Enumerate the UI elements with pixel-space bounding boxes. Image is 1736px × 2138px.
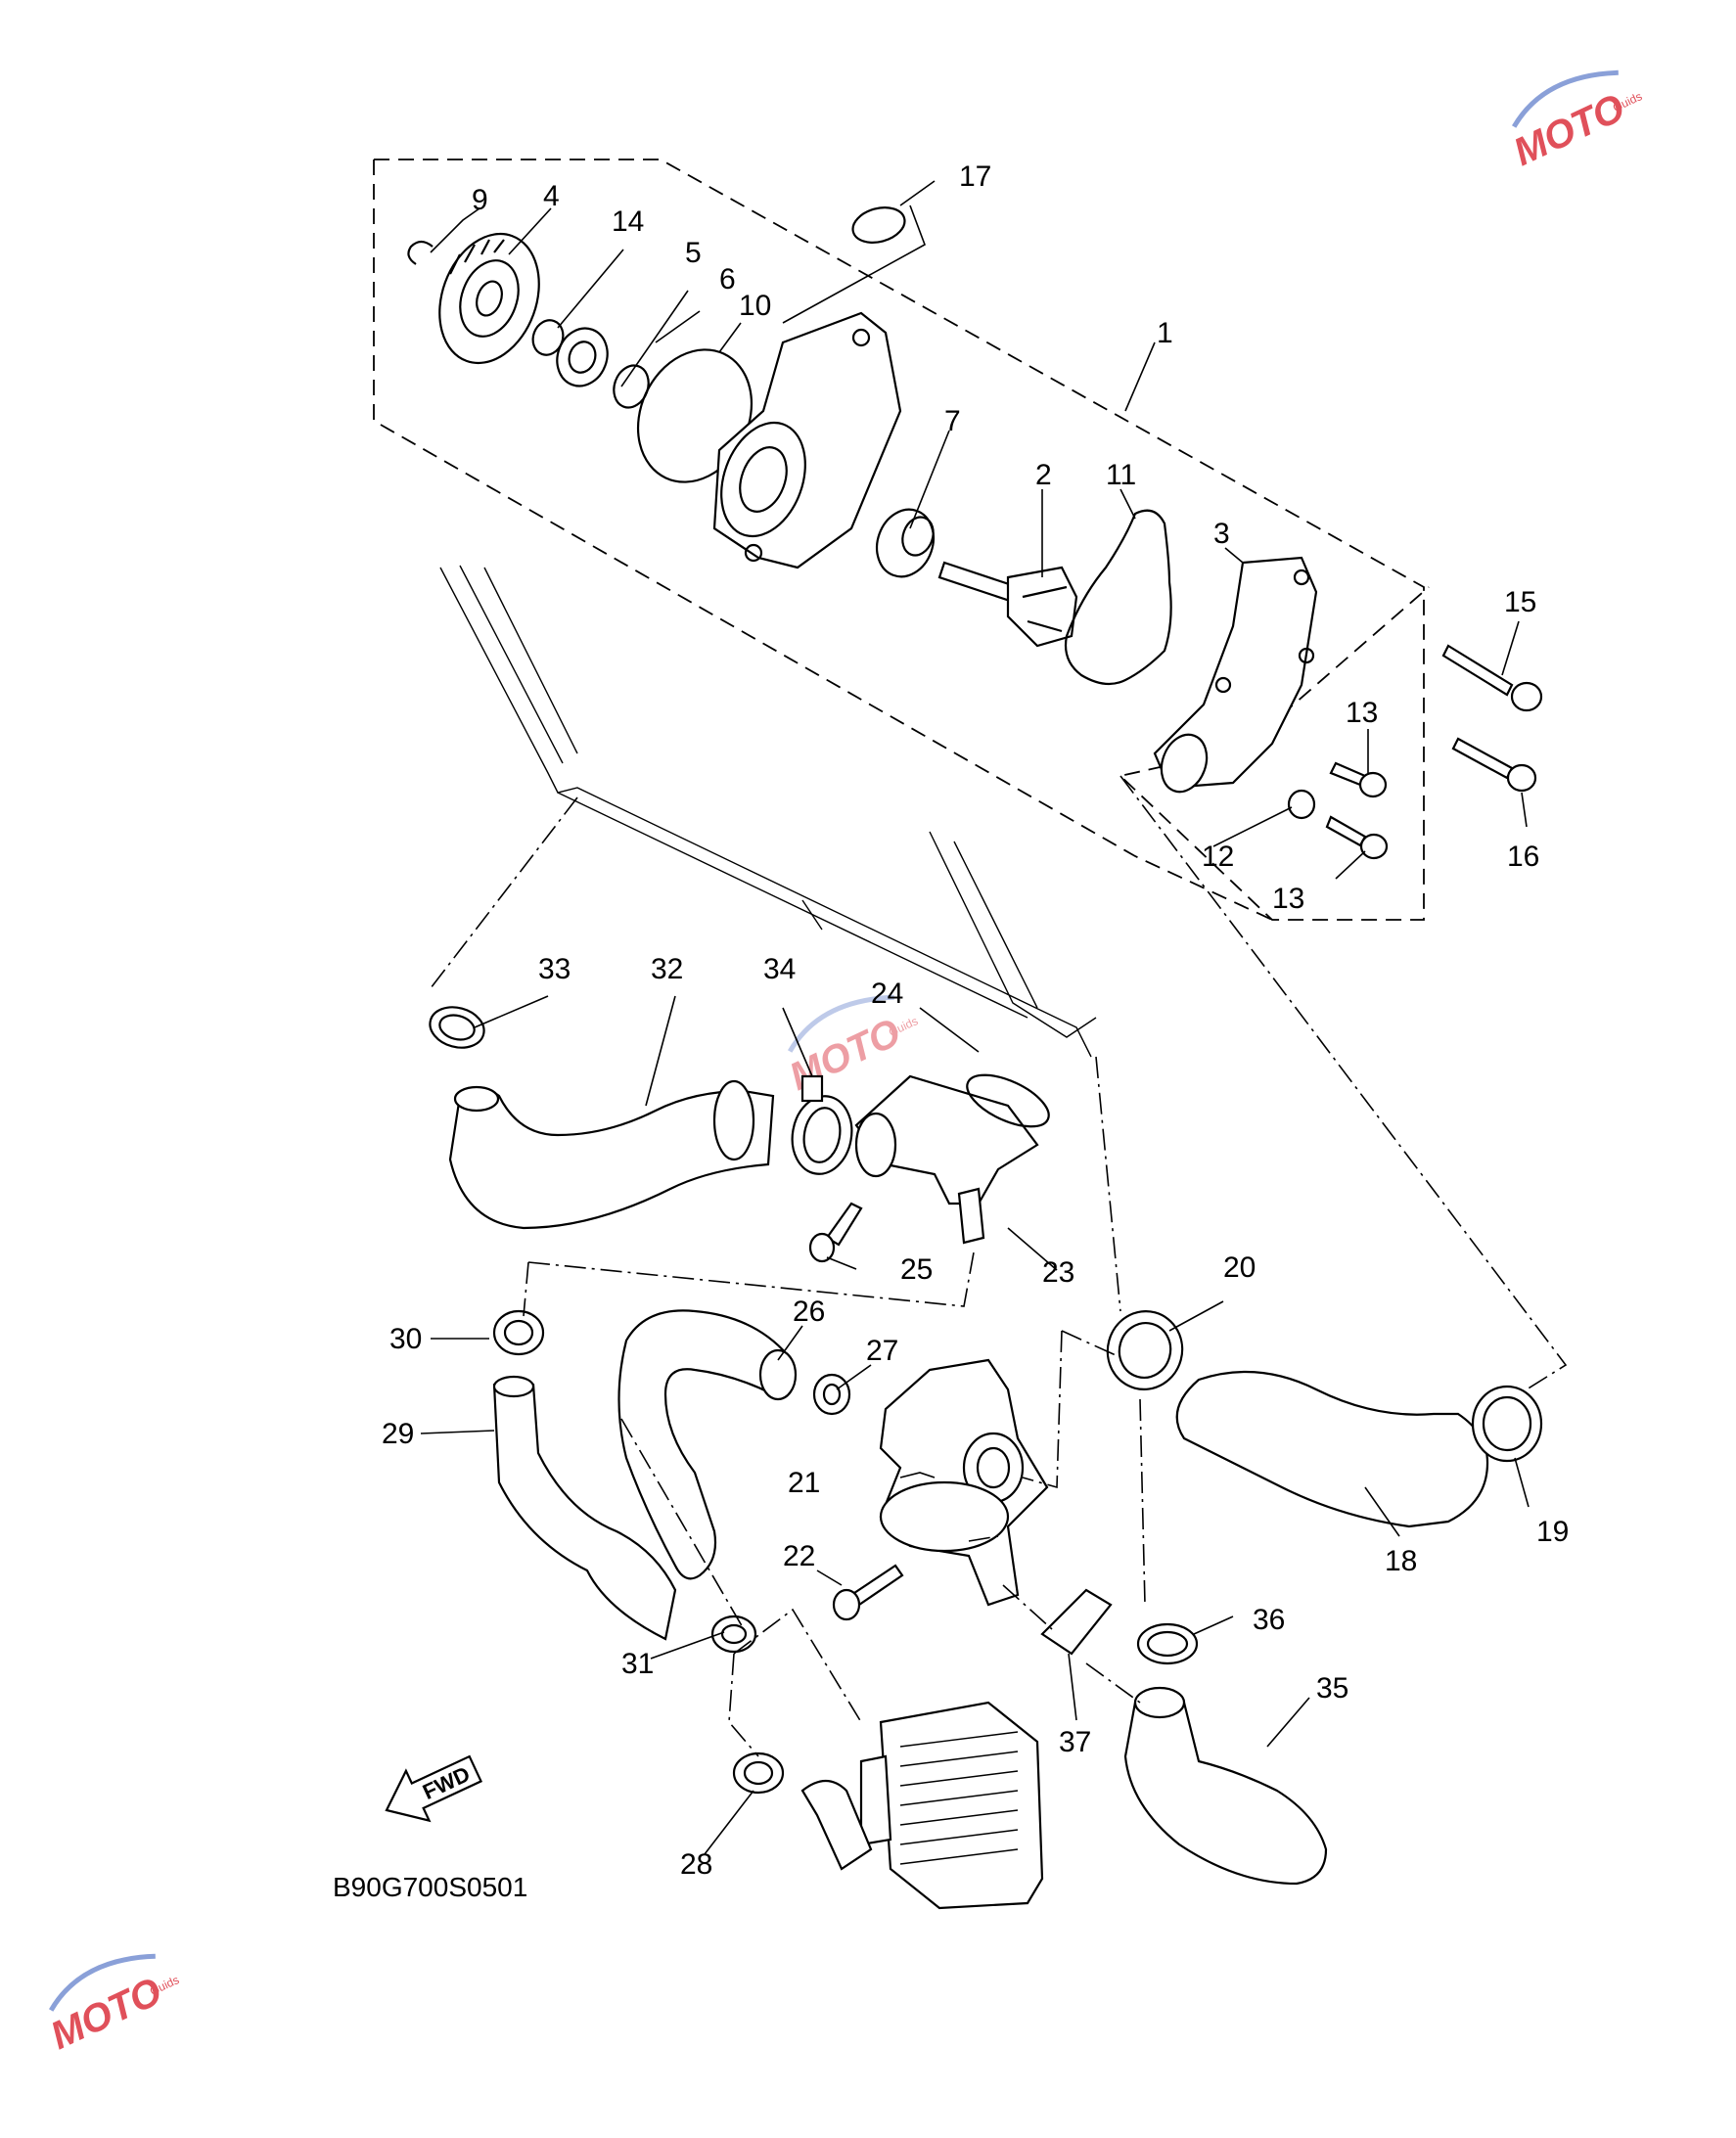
callout-19: 19 <box>1536 1516 1569 1548</box>
callout-29: 29 <box>382 1418 414 1450</box>
hose-35-part <box>1123 1686 1328 1886</box>
callout-13-lower: 13 <box>1272 883 1304 915</box>
callout-16: 16 <box>1507 841 1539 873</box>
callout-37: 37 <box>1059 1726 1091 1758</box>
hose-26-part <box>617 1309 798 1580</box>
callout-3: 3 <box>1213 518 1230 550</box>
callout-6: 6 <box>719 263 736 296</box>
o-ring-24-part <box>966 1073 1050 1128</box>
callout-28: 28 <box>680 1848 712 1881</box>
clamp-34-part <box>791 1074 853 1175</box>
bearing-part <box>556 327 609 387</box>
bolt-13-upper-part <box>1329 761 1388 798</box>
radiator <box>439 565 1097 1058</box>
bolt-22-part <box>832 1564 904 1621</box>
impeller-part <box>937 561 1078 648</box>
drive-gear-part <box>438 232 540 365</box>
callout-9: 9 <box>472 184 488 216</box>
clamp-28-part <box>732 1751 785 1795</box>
callout-11: 11 <box>1106 459 1136 491</box>
callout-31: 31 <box>621 1648 654 1680</box>
watermark-brand: MOTO <box>1507 86 1631 174</box>
callout-2: 2 <box>1035 459 1052 491</box>
callout-labels: 9 4 14 5 6 10 17 1 7 2 11 3 15 13 12 13 … <box>382 160 1569 1881</box>
callout-30: 30 <box>389 1323 422 1355</box>
callout-17: 17 <box>959 160 991 193</box>
callout-10: 10 <box>739 290 771 322</box>
clip-37-part <box>1040 1588 1113 1656</box>
callout-14: 14 <box>612 205 644 238</box>
joint-23-part <box>854 1074 1039 1245</box>
callout-13-upper: 13 <box>1346 697 1378 729</box>
washer-12-part <box>1287 789 1316 820</box>
bolt-16-part <box>1451 737 1537 793</box>
callout-33: 33 <box>538 953 571 985</box>
callout-7: 7 <box>944 405 961 437</box>
clamp-19-part <box>1471 1385 1543 1463</box>
clamp-33-part <box>429 1006 485 1049</box>
oil-cooler-part <box>800 1701 1044 1910</box>
clamp-30-part <box>492 1309 545 1356</box>
bolt-13-lower-part <box>1325 815 1389 860</box>
callout-32: 32 <box>651 953 683 985</box>
clip-27-part <box>812 1373 851 1416</box>
circlip-part <box>407 240 434 265</box>
callout-36: 36 <box>1253 1604 1285 1636</box>
fwd-arrow-icon: FWD <box>385 1754 483 1823</box>
hose-32-part <box>448 1079 775 1230</box>
diagram-code: B90G700S0501 <box>333 1872 527 1902</box>
callout-4: 4 <box>543 180 560 212</box>
pump-cover-part <box>1153 556 1318 794</box>
clamp-31-part <box>710 1615 757 1654</box>
bolt-25-part <box>808 1202 863 1263</box>
callout-15: 15 <box>1504 586 1536 618</box>
callout-25: 25 <box>900 1253 933 1286</box>
callout-1: 1 <box>1157 317 1173 349</box>
callout-18: 18 <box>1385 1545 1417 1577</box>
callout-27: 27 <box>866 1335 898 1367</box>
callout-34: 34 <box>763 953 796 985</box>
clamp-36-part <box>1136 1622 1199 1665</box>
callout-35: 35 <box>1316 1672 1348 1705</box>
callout-12: 12 <box>1202 841 1234 873</box>
callout-21: 21 <box>788 1467 820 1499</box>
hose-29-part <box>492 1375 677 1641</box>
oil-seal-part <box>613 364 650 409</box>
callout-23: 23 <box>1042 1256 1074 1289</box>
callout-5: 5 <box>685 237 702 269</box>
pump-housing-part <box>712 311 902 569</box>
routing-lines <box>430 775 1568 1757</box>
leader-lines <box>420 180 1530 1855</box>
bolt-15-part <box>1441 644 1543 712</box>
callout-24: 24 <box>871 978 903 1010</box>
callout-26: 26 <box>793 1296 825 1328</box>
callout-22: 22 <box>783 1540 815 1572</box>
watermark-bottom-left: MOTO Guids <box>44 1953 181 2058</box>
hose-18-part <box>1175 1370 1489 1528</box>
watermark-brand: MOTO <box>44 1970 168 2058</box>
clamp-20-part <box>1106 1310 1184 1390</box>
gasket-part <box>1064 509 1172 686</box>
watermark-top-right: MOTO Guids <box>1507 69 1644 174</box>
thermostat-housing-part <box>879 1358 1049 1607</box>
o-ring-small-part <box>851 206 906 244</box>
mechanical-seal-part <box>875 508 936 578</box>
callout-20: 20 <box>1223 1251 1256 1284</box>
